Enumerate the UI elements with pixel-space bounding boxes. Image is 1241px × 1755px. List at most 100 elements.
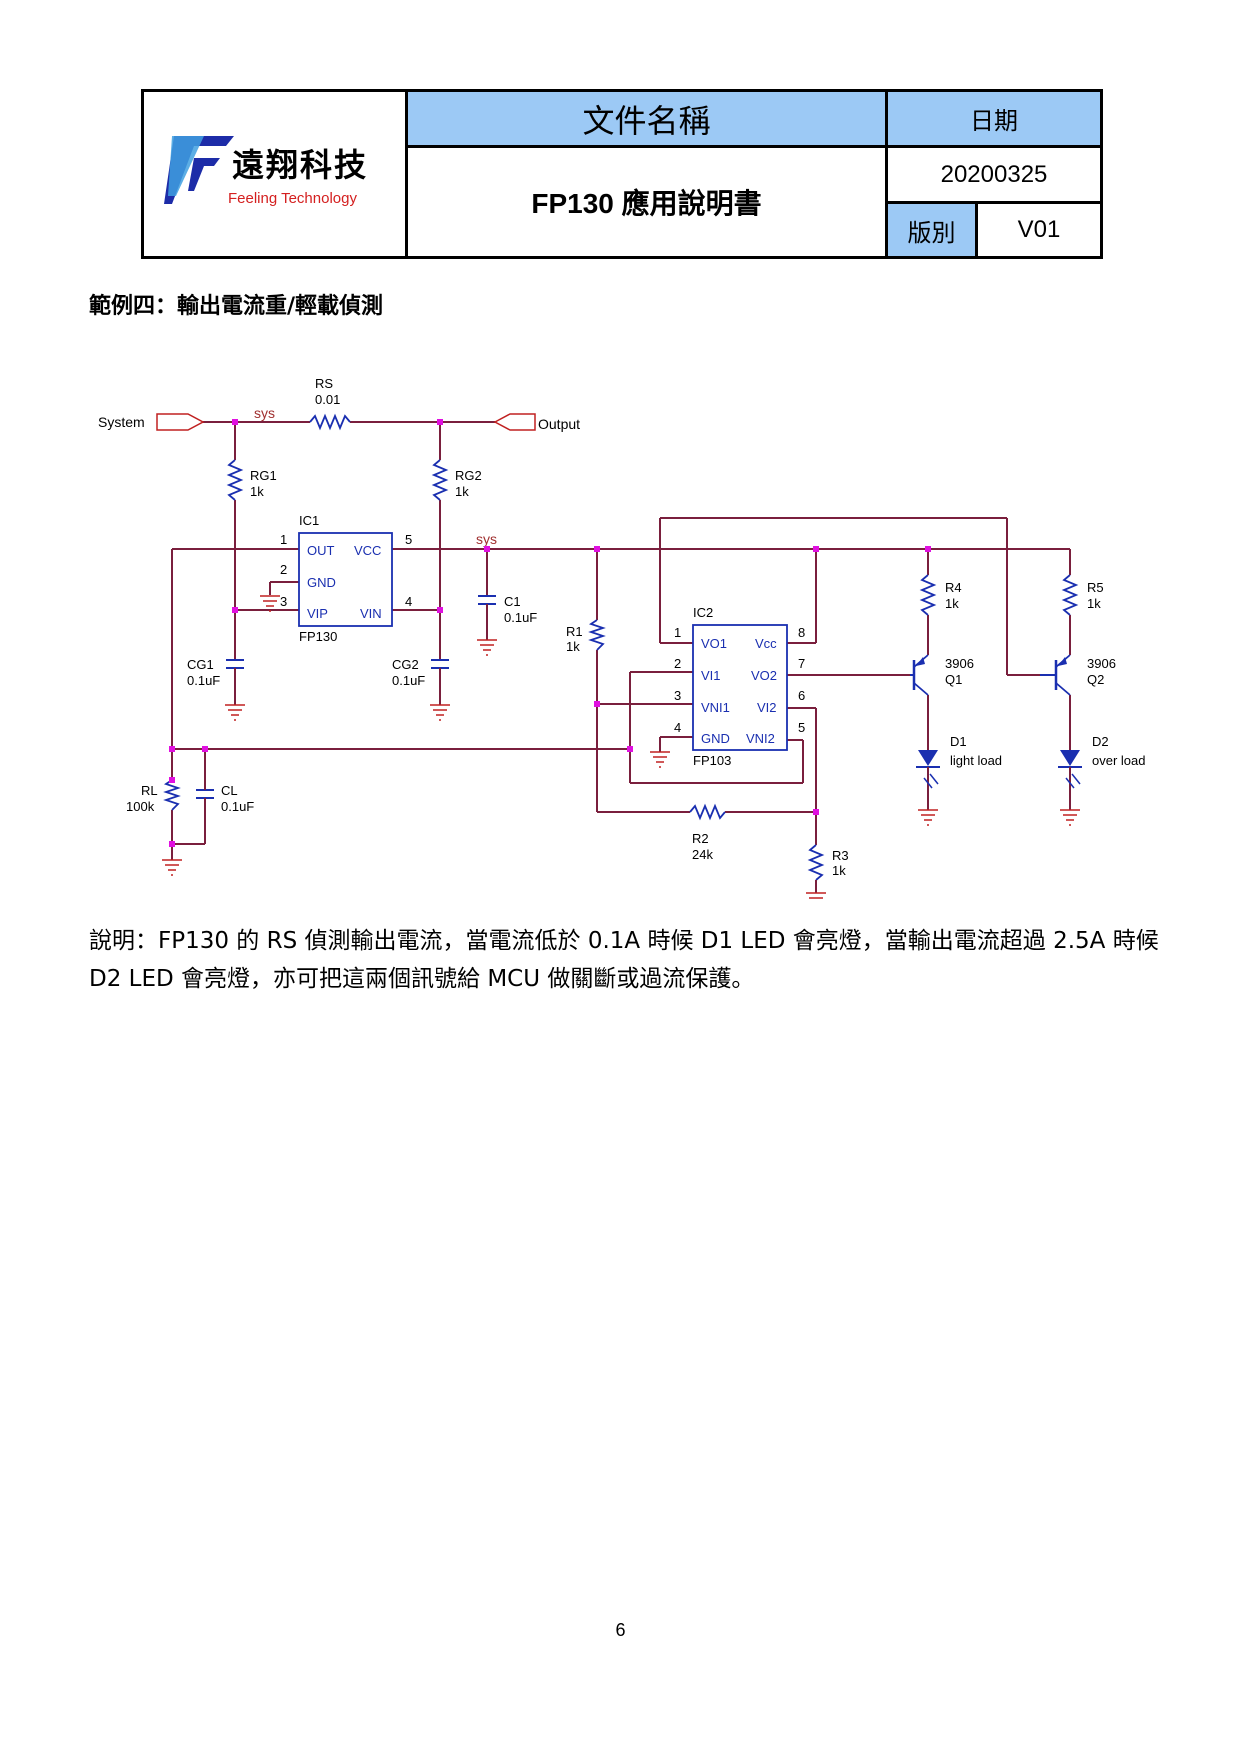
svg-text:VIN: VIN [360, 606, 382, 621]
svg-text:1k: 1k [1087, 596, 1101, 611]
resistor-r1: R1 1k [566, 619, 606, 654]
resistor-r3: R3 1k [807, 844, 849, 893]
resistor-rl: RL 100k [126, 779, 181, 814]
svg-text:IC1: IC1 [299, 513, 319, 528]
resistor-rs: RS 0.01 [309, 376, 351, 431]
date-label: 日期 [888, 92, 1100, 148]
doc-name-value: FP130 應用說明書 [408, 148, 888, 256]
resistor-r4: R4 1k [919, 574, 962, 616]
ground-rl [161, 859, 183, 876]
company-name-en: Feeling Technology [228, 190, 357, 207]
ground-d2 [1059, 809, 1081, 826]
wires [171, 421, 1071, 860]
svg-text:CG1: CG1 [187, 657, 214, 672]
capacitor-cg2: CG2 0.1uF [392, 657, 449, 705]
svg-text:VNI1: VNI1 [701, 700, 730, 715]
svg-text:1k: 1k [455, 484, 469, 499]
page-number: 6 [615, 1620, 626, 1640]
svg-text:R4: R4 [945, 580, 962, 595]
svg-text:1: 1 [674, 625, 681, 640]
svg-text:1k: 1k [832, 863, 846, 878]
svg-text:1: 1 [280, 532, 287, 547]
svg-text:VNI2: VNI2 [746, 731, 775, 746]
company-logo-icon [164, 136, 234, 204]
svg-text:2: 2 [674, 656, 681, 671]
ground-d1 [917, 809, 939, 826]
company-logo: 遠翔科技 Feeling Technology [144, 92, 408, 256]
date-value: 20200325 [888, 148, 1100, 204]
svg-text:RS: RS [315, 376, 333, 391]
net-label-sys-1: sys [254, 405, 275, 421]
version-value: V01 [1017, 216, 1061, 243]
svg-text:C1: C1 [504, 594, 521, 609]
junction-dots [169, 419, 931, 847]
capacitor-cg1: CG1 0.1uF [187, 657, 244, 705]
svg-text:VIP: VIP [307, 606, 328, 621]
svg-text:3: 3 [674, 688, 681, 703]
svg-text:1k: 1k [250, 484, 264, 499]
ic2-fp103: IC2 FP103 1 2 3 4 8 7 6 5 VO1 Vcc VI1 VO… [674, 605, 805, 768]
svg-text:1k: 1k [566, 639, 580, 654]
doc-name-label: 文件名稱 [408, 92, 888, 148]
svg-text:R5: R5 [1087, 580, 1104, 595]
ground-ic1 [259, 595, 281, 612]
svg-text:RG1: RG1 [250, 468, 277, 483]
svg-text:GND: GND [307, 575, 336, 590]
port-output-label: Output [538, 416, 580, 432]
svg-text:24k: 24k [692, 847, 713, 862]
svg-text:VO2: VO2 [751, 668, 777, 683]
svg-text:light load: light load [950, 753, 1002, 768]
svg-text:CL: CL [221, 783, 238, 798]
net-label-sys-2: sys [476, 531, 497, 547]
svg-text:2: 2 [280, 562, 287, 577]
svg-text:VI1: VI1 [701, 668, 721, 683]
svg-text:VCC: VCC [354, 543, 381, 558]
section-title: 範例四：輸出電流重/輕載偵測 [89, 294, 384, 319]
svg-text:100k: 100k [126, 799, 155, 814]
svg-text:R2: R2 [692, 831, 709, 846]
svg-text:3906: 3906 [1087, 656, 1116, 671]
svg-text:IC2: IC2 [693, 605, 713, 620]
resistor-rg2: RG2 1k [431, 459, 482, 501]
svg-text:1k: 1k [945, 596, 959, 611]
transistor-q2: 3906 Q2 [1040, 654, 1116, 696]
svg-text:3: 3 [280, 594, 287, 609]
port-system-label: System [98, 414, 145, 430]
svg-text:R3: R3 [832, 848, 849, 863]
svg-text:0.1uF: 0.1uF [187, 673, 220, 688]
svg-text:Q2: Q2 [1087, 672, 1104, 687]
ic1-fp130: IC1 FP130 1 2 3 4 5 OUT VCC GND VIP VIN [280, 513, 412, 644]
svg-text:FP130: FP130 [299, 629, 337, 644]
svg-text:over load: over load [1092, 753, 1145, 768]
ground-ic2 [649, 751, 671, 768]
svg-text:4: 4 [674, 720, 681, 735]
port-output: Output [493, 413, 580, 432]
svg-text:OUT: OUT [307, 543, 335, 558]
svg-text:8: 8 [798, 625, 805, 640]
document-header-table: 遠翔科技 Feeling Technology 文件名稱 FP130 應用說明書… [141, 89, 1103, 259]
company-name: 遠翔科技 [232, 146, 369, 184]
resistor-rg1: RG1 1k [226, 459, 277, 501]
svg-text:RG2: RG2 [455, 468, 482, 483]
version-label: 版別 [888, 204, 978, 256]
svg-text:FP103: FP103 [693, 753, 731, 768]
circuit-schematic: System Output sys sys RS 0.01 RG1 1k RG2… [98, 376, 1145, 900]
svg-text:0.1uF: 0.1uF [392, 673, 425, 688]
svg-text:GND: GND [701, 731, 730, 746]
port-system: System [98, 413, 205, 431]
svg-text:3906: 3906 [945, 656, 974, 671]
svg-text:0.1uF: 0.1uF [504, 610, 537, 625]
svg-text:4: 4 [405, 594, 412, 609]
transistor-q1: 3906 Q1 [910, 654, 974, 696]
svg-text:D2: D2 [1092, 734, 1109, 749]
svg-text:0.01: 0.01 [315, 392, 340, 407]
resistor-r5: R5 1k [1061, 574, 1104, 616]
svg-text:5: 5 [405, 532, 412, 547]
svg-text:Vcc: Vcc [755, 636, 777, 651]
description-paragraph: 說明：FP130 的 RS 偵測輸出電流，當電流低於 0.1A 時候 D1 LE… [89, 928, 1159, 992]
resistor-r2: R2 24k [689, 803, 726, 862]
svg-text:VI2: VI2 [757, 700, 777, 715]
led-d2: D2 over load [1058, 734, 1145, 810]
ground-cg1 [224, 704, 246, 721]
svg-text:7: 7 [798, 656, 805, 671]
